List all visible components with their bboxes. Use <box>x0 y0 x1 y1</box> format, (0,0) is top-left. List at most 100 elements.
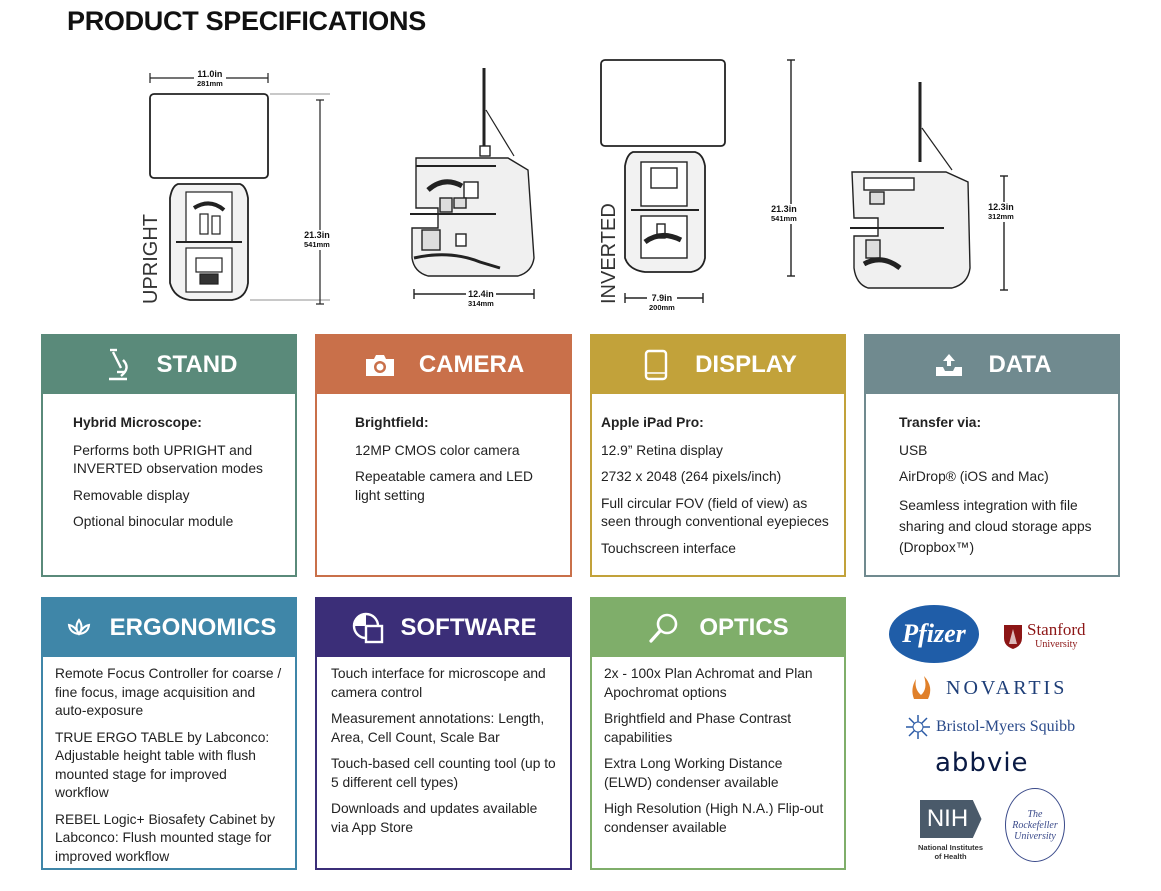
ergonomics-card: ERGONOMICS Remote Focus Controller for c… <box>41 597 297 870</box>
software-item: Measurement annotations: Length, Area, C… <box>331 711 545 745</box>
inverted-front-illustration <box>600 59 795 303</box>
stand-card-header: STAND <box>43 336 295 394</box>
display-lead: Apple iPad Pro: <box>601 415 704 430</box>
display-item: Touchscreen interface <box>601 540 736 556</box>
optics-item: High Resolution (High N.A.) Flip-out con… <box>604 801 824 835</box>
abbvie-logo-text: abbvie <box>935 748 1029 778</box>
display-item: 2732 x 2048 (264 pixels/inch) <box>601 469 782 484</box>
stand-card-title: STAND <box>156 351 238 378</box>
ergonomics-item: REBEL Logic+ Biosafety Cabinet by Labcon… <box>55 811 275 864</box>
camera-icon <box>363 348 397 382</box>
inverted-height-mm: 541mm <box>771 214 797 223</box>
data-item: USB <box>899 442 928 458</box>
inverted-front-drawing: 21.3in 541mm 7.9in 200mm INVERTED <box>595 58 815 328</box>
nih-logo: NIH National Institutes of Health <box>918 800 983 861</box>
software-item: Touch-based cell counting tool (up to 5 … <box>331 756 556 790</box>
display-card-body: Apple iPad Pro: 12.9” Retina display 273… <box>592 394 844 558</box>
optics-card-header: OPTICS <box>592 599 844 657</box>
stand-item: Optional binocular module <box>73 514 234 529</box>
novartis-logo-text: NOVARTIS <box>946 676 1068 699</box>
stand-item: Removable display <box>73 487 190 503</box>
nih-logo-sub1: National Institutes <box>918 843 984 852</box>
software-item: Downloads and updates available via App … <box>331 801 538 835</box>
upright-height-in: 21.3in <box>304 230 330 240</box>
camera-card: CAMERA Brightfield: 12MP CMOS color came… <box>315 334 572 577</box>
camera-card-title: CAMERA <box>418 351 525 378</box>
upright-width-dim: 11.0in 281mm <box>194 70 226 88</box>
camera-lead: Brightfield: <box>355 415 429 430</box>
optics-item: 2x - 100x Plan Achromat and Plan Apochro… <box>604 666 813 700</box>
display-card-title: DISPLAY <box>695 351 797 378</box>
data-card-title: DATA <box>988 351 1052 378</box>
optics-card-body: 2x - 100x Plan Achromat and Plan Apochro… <box>592 657 844 837</box>
microscope-icon <box>101 348 135 382</box>
inverted-side-height-in: 12.3in <box>988 202 1014 212</box>
magnifier-icon <box>647 611 681 645</box>
stanford-logo: Stanford University <box>1003 620 1086 652</box>
tablet-icon <box>639 348 673 382</box>
upload-tray-icon <box>932 348 966 382</box>
pfizer-logo: Pfizer <box>889 605 979 663</box>
ergonomics-card-header: ERGONOMICS <box>43 599 295 657</box>
side-depth-mm: 314mm <box>468 299 494 308</box>
upright-front-illustration <box>149 73 330 305</box>
software-icon <box>351 611 385 645</box>
optics-card: OPTICS 2x - 100x Plan Achromat and Plan … <box>590 597 846 870</box>
display-card-header: DISPLAY <box>592 336 844 394</box>
stand-item: Performs both UPRIGHT and INVERTED obser… <box>73 442 263 477</box>
camera-card-body: Brightfield: 12MP CMOS color camera Repe… <box>317 394 570 505</box>
upright-height-mm: 541mm <box>304 240 330 249</box>
software-card: SOFTWARE Touch interface for microscope … <box>315 597 572 870</box>
data-item: AirDrop® (iOS and Mac) <box>899 469 1049 484</box>
display-item: 12.9” Retina display <box>601 442 723 458</box>
rockefeller-logo: The Rockefeller University <box>1005 788 1065 862</box>
camera-card-header: CAMERA <box>317 336 570 394</box>
rockefeller-text-3: University <box>1014 830 1056 842</box>
rockefeller-text-2: Rockefeller <box>1012 819 1058 831</box>
stanford-logo-sub: University <box>1035 639 1078 650</box>
data-item: Seamless integration with file sharing a… <box>899 497 1092 555</box>
stand-card-body: Hybrid Microscope: Performs both UPRIGHT… <box>43 394 295 532</box>
bms-logo-text: Bristol-Myers Squibb <box>936 718 1076 735</box>
optics-item: Extra Long Working Distance (ELWD) conde… <box>604 756 783 790</box>
data-lead: Transfer via: <box>899 415 982 430</box>
inverted-side-height-dim: 12.3in 312mm <box>988 202 1014 222</box>
software-card-header: SOFTWARE <box>317 599 570 657</box>
inverted-side-drawing: 12.3in 312mm <box>840 58 1040 328</box>
stanford-shield-icon <box>1004 625 1022 649</box>
software-item: Touch interface for microscope and camer… <box>331 666 546 700</box>
side-depth-dim: 12.4in 314mm <box>466 290 496 308</box>
upright-width-mm: 281mm <box>197 79 223 88</box>
bms-star-icon <box>906 715 930 739</box>
software-card-body: Touch interface for microscope and camer… <box>317 657 570 837</box>
upright-front-drawing: 11.0in 281mm 21.3in 541mm UPRIGHT <box>140 58 340 328</box>
pfizer-logo-text: Pfizer <box>902 619 966 648</box>
upright-width-in: 11.0in <box>197 69 223 79</box>
camera-item: Repeatable camera and LED light setting <box>355 469 533 503</box>
inverted-height-in: 21.3in <box>771 204 797 214</box>
upright-side-illustration <box>410 68 535 299</box>
novartis-logo: NOVARTIS <box>908 673 1067 703</box>
inverted-width-mm: 200mm <box>649 303 675 312</box>
upright-side-drawing: 12.4in 314mm <box>400 58 580 328</box>
rockefeller-text-1: The <box>1027 808 1043 820</box>
camera-item: 12MP CMOS color camera <box>355 442 520 458</box>
abbvie-logo: abbvie <box>935 748 1029 778</box>
nih-logo-text: NIH <box>926 805 969 832</box>
upright-label: UPRIGHT <box>140 214 162 304</box>
ergonomics-item: TRUE ERGO TABLE by Labconco: Adjustable … <box>55 729 270 801</box>
stand-card: STAND Hybrid Microscope: Performs both U… <box>41 334 297 577</box>
ergonomics-card-title: ERGONOMICS <box>109 614 277 641</box>
page-title: PRODUCT SPECIFICATIONS <box>67 6 426 36</box>
stand-lead: Hybrid Microscope: <box>73 415 202 430</box>
ergonomics-card-body: Remote Focus Controller for coarse / fin… <box>43 657 295 866</box>
display-item: Full circular FOV (field of view) as see… <box>601 495 829 530</box>
bms-logo: Bristol-Myers Squibb <box>905 714 1075 740</box>
side-depth-in: 12.4in <box>468 289 494 299</box>
inverted-side-height-mm: 312mm <box>988 212 1014 221</box>
data-card-body: Transfer via: USB AirDrop® (iOS and Mac)… <box>866 394 1118 558</box>
data-card-header: DATA <box>866 336 1118 394</box>
inverted-width-dim: 7.9in 200mm <box>647 294 677 312</box>
optics-item: Brightfield and Phase Contrast capabilit… <box>604 711 792 745</box>
stanford-logo-text: Stanford <box>1027 620 1086 639</box>
